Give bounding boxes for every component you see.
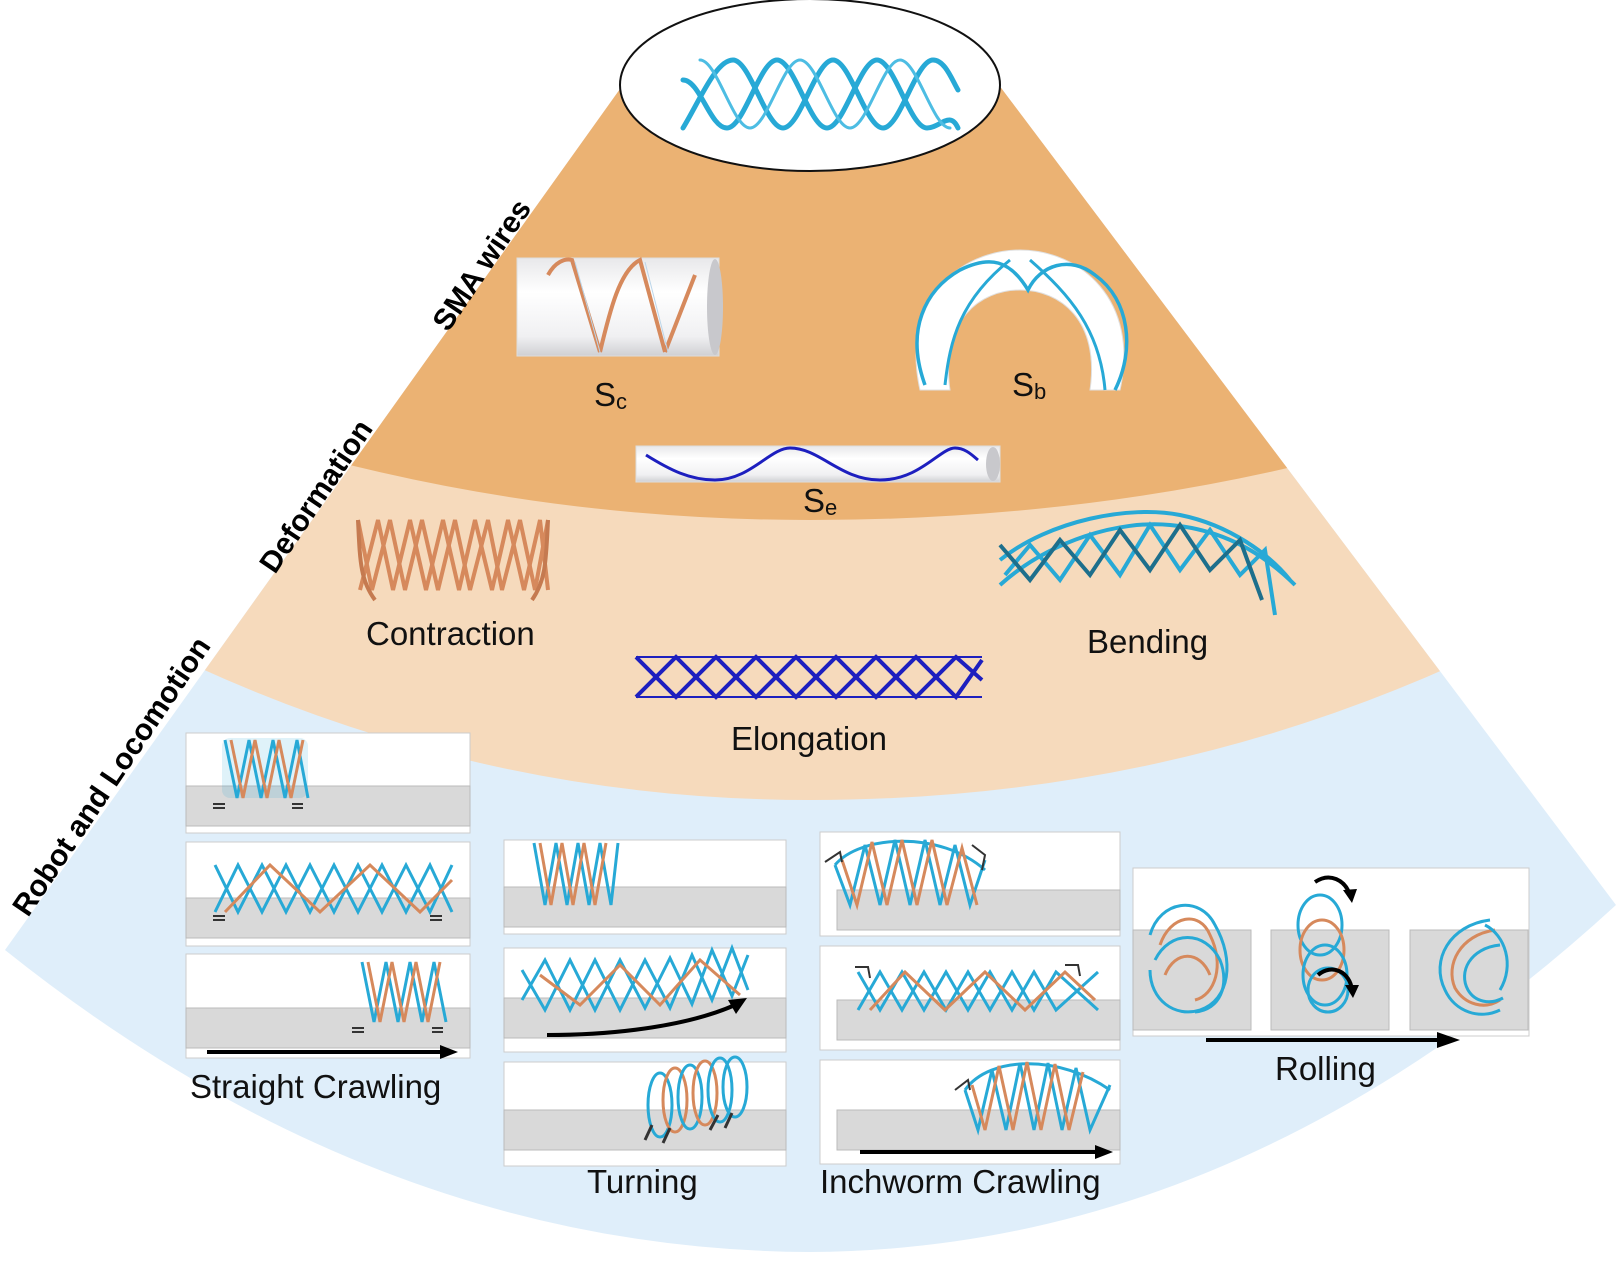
label-sc: Sc — [594, 376, 627, 414]
bending-structure-icon — [998, 510, 1297, 616]
coiled-robot-icon — [532, 842, 620, 906]
turning-panel — [503, 839, 787, 1167]
label-bending: Bending — [1087, 623, 1208, 660]
rolling-robot-icon — [1438, 918, 1509, 1016]
straight-crawling-panel — [185, 732, 471, 1059]
label-straight-crawling: Straight Crawling — [190, 1068, 441, 1105]
contraction-structure-icon — [356, 519, 550, 602]
arched-robot-icon — [963, 1061, 1112, 1136]
extended-robot-icon — [213, 861, 454, 916]
rolling-robot-icon — [1148, 903, 1229, 1014]
label-elongation: Elongation — [731, 720, 887, 757]
extended-robot-icon — [856, 969, 1100, 1013]
coiled-robot-icon — [646, 1055, 749, 1139]
turning-robot-icon — [520, 943, 750, 1014]
sma-structure-ellipse — [619, 0, 1001, 172]
elongation-structure-icon — [634, 654, 984, 701]
coiled-robot-icon — [360, 961, 448, 1023]
se-tube-illustration — [635, 445, 1001, 483]
curved-arrow-icon — [546, 1003, 736, 1037]
helix-structure-icon — [680, 57, 961, 131]
label-sb: Sb — [1012, 366, 1046, 404]
rolling-panel — [1132, 867, 1530, 1048]
coiled-robot-icon — [222, 738, 310, 799]
label-inchworm-crawling: Inchworm Crawling — [820, 1163, 1101, 1200]
arched-robot-icon — [833, 839, 987, 911]
label-se: Se — [803, 482, 837, 520]
inchworm-crawling-panel — [819, 831, 1121, 1165]
label-contraction: Contraction — [366, 615, 535, 652]
label-turning: Turning — [587, 1163, 698, 1200]
sb-bent-tube-illustration — [915, 249, 1129, 391]
label-rolling: Rolling — [1275, 1050, 1376, 1087]
sc-tube-illustration — [516, 257, 723, 357]
